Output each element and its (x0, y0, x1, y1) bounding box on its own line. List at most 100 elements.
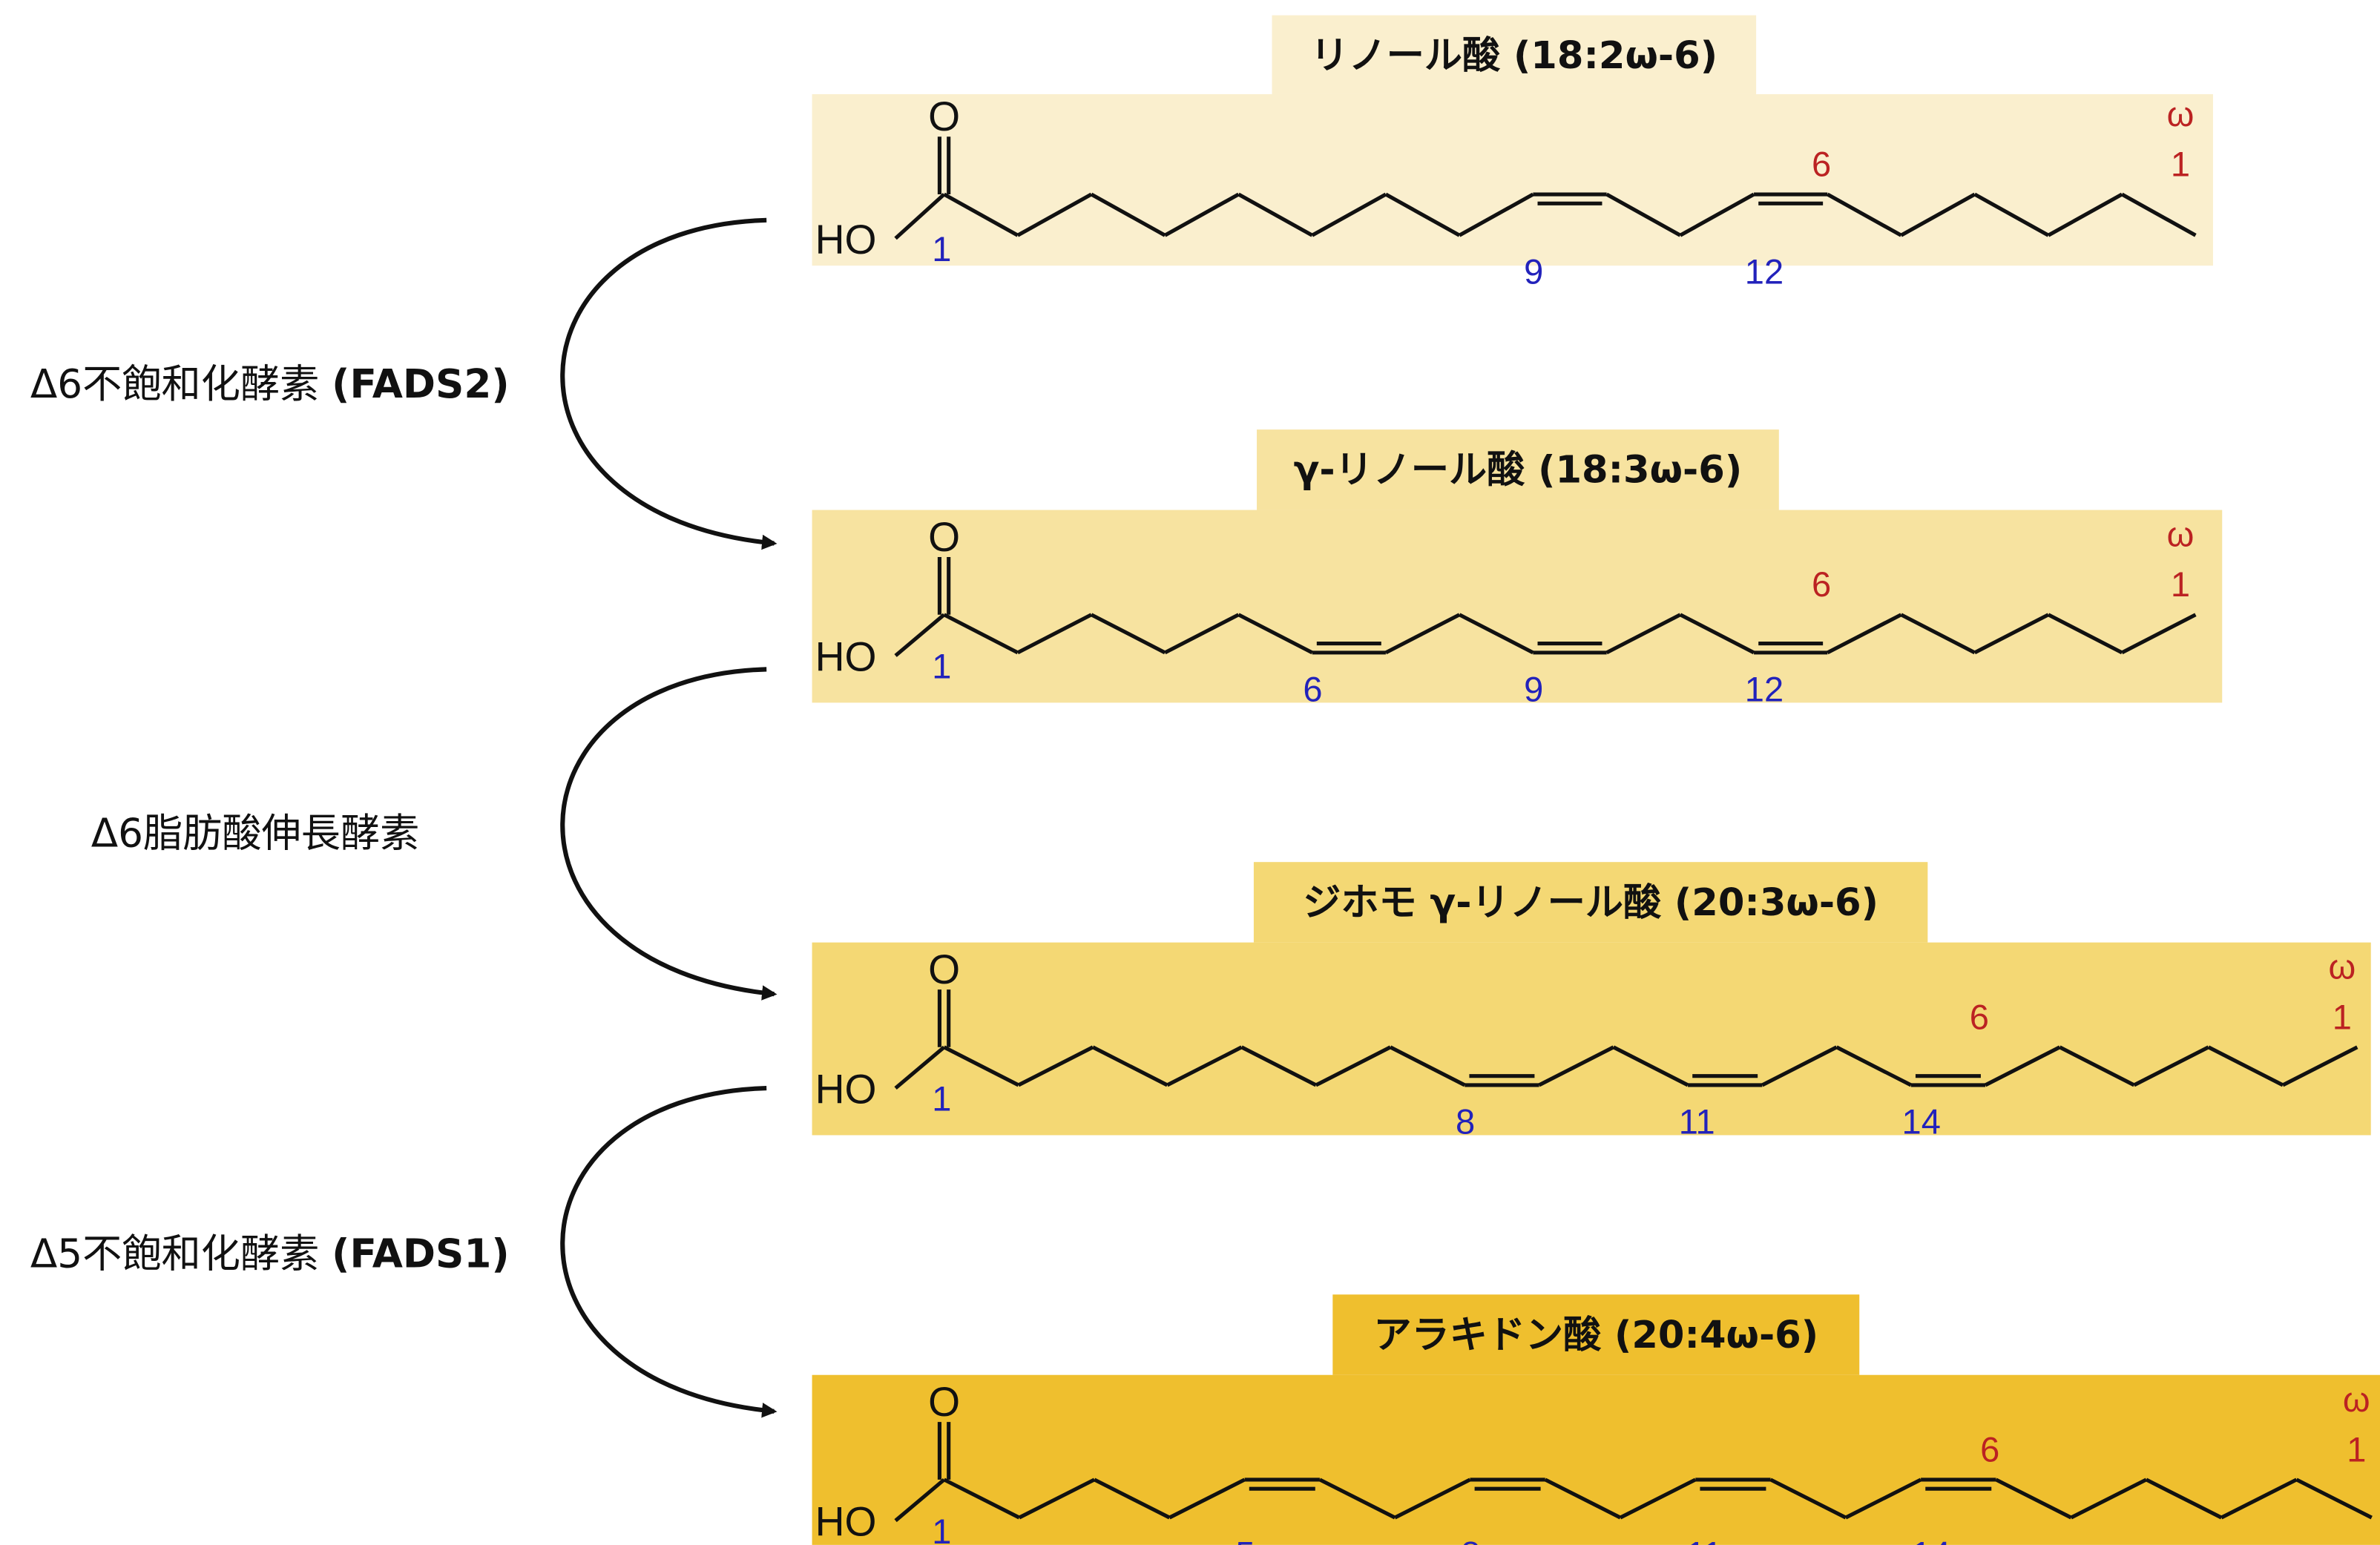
bond (1311, 192, 1387, 237)
bond (2120, 192, 2197, 237)
bond (1612, 1045, 1689, 1087)
molecule-title: リノール酸 (18:2ω-6) (1311, 34, 1718, 78)
hydroxyl-bond (894, 1478, 946, 1523)
bond (2295, 1478, 2373, 1520)
bond (1900, 192, 1976, 237)
carbon-chain (943, 1045, 2358, 1087)
omega-symbol: ω (2167, 94, 2195, 134)
carbon-chain (943, 613, 2197, 655)
bond (1090, 613, 1166, 655)
title-box (1257, 429, 1779, 510)
bond (2207, 1045, 2284, 1087)
bond (2047, 192, 2123, 237)
bond (2059, 1045, 2135, 1087)
bond (2281, 1045, 2358, 1087)
bond (1090, 192, 1166, 237)
bond (1168, 1478, 1246, 1520)
bond (2047, 613, 2123, 655)
locant-label: 8 (1461, 1535, 1480, 1545)
oxygen-atom: O (928, 946, 960, 992)
locant-label: 9 (1524, 669, 1543, 708)
hydroxyl-group: HO (815, 633, 877, 679)
bond (1827, 192, 1902, 237)
molecule-title: ジホモ γ-リノール酸 (20:3ω-6) (1303, 881, 1878, 925)
hydroxyl-bond (894, 613, 946, 657)
bond (1318, 1478, 1396, 1520)
bond (1995, 1478, 2072, 1520)
carbon-one-label: 1 (932, 647, 951, 686)
molecule-panel (812, 942, 2371, 1136)
hydroxyl-group: HO (815, 1067, 877, 1113)
molecule-title: アラキドン酸 (20:4ω-6) (1373, 1314, 1818, 1357)
bond (1679, 613, 1755, 655)
molecule-title: γ-リノール酸 (18:3ω-6) (1294, 449, 1743, 493)
bond (1973, 192, 2050, 237)
bond (1900, 613, 1976, 655)
locant-label: 12 (1745, 252, 1784, 291)
oxygen-atom: O (928, 514, 960, 560)
bond (1017, 1045, 1094, 1087)
arrow-fads2 (560, 217, 778, 550)
bond (1827, 613, 1902, 655)
omega-six-label: 6 (1980, 1429, 1999, 1469)
molecule-panel (812, 93, 2213, 266)
bond (1538, 1045, 1614, 1087)
bond (1091, 1045, 1168, 1087)
omega-six-label: 6 (1812, 144, 1831, 183)
bond (1166, 1045, 1243, 1087)
bond (943, 1045, 1019, 1087)
omega-symbol: ω (2328, 947, 2356, 986)
bond (1835, 1045, 1912, 1087)
bond (1605, 613, 1682, 655)
bond (1093, 1478, 1171, 1520)
carbon-chain (943, 1478, 2373, 1520)
carbon-chain (943, 192, 2197, 237)
bond (1394, 1478, 1471, 1520)
oxygen-atom: O (928, 93, 960, 139)
bond (1458, 613, 1534, 655)
locant-label: 14 (1912, 1535, 1950, 1545)
bond (2145, 1478, 2223, 1520)
hydroxyl-bond (894, 1045, 946, 1090)
bond (1237, 192, 1313, 237)
arrow-fads1 (560, 1085, 778, 1418)
bond (2121, 613, 2197, 655)
conversion-arrows (560, 217, 778, 1418)
locant-label: 12 (1745, 669, 1784, 708)
bond (1619, 1478, 1697, 1520)
bond (1237, 613, 1313, 655)
bond (1384, 192, 1461, 237)
locant-label: 9 (1524, 252, 1543, 291)
bond (1384, 613, 1461, 655)
molecule-panel (812, 510, 2223, 703)
bond (1389, 1045, 1466, 1087)
omega-symbol: ω (2343, 1380, 2370, 1419)
bond (1679, 192, 1755, 237)
bond (1018, 1478, 1096, 1520)
oxygen-atom: O (928, 1379, 960, 1425)
bond (943, 1478, 1020, 1520)
bond (1544, 1478, 1622, 1520)
bond (1458, 192, 1534, 237)
arrow-elongase (560, 667, 778, 1001)
locant-label: 6 (1303, 669, 1322, 708)
molecule-panel (812, 1374, 2380, 1545)
hydroxyl-group: HO (815, 217, 877, 263)
enzyme-label-fads2: Δ6不飽和化酵素 (FADS2) (30, 361, 510, 407)
locant-label: 8 (1456, 1101, 1475, 1141)
bond (1761, 1045, 1838, 1087)
bond (1984, 1045, 2061, 1087)
locant-label: 11 (1679, 1101, 1715, 1141)
omega-one-label: 1 (2333, 997, 2352, 1036)
bond (2220, 1478, 2298, 1520)
carbon-one-label: 1 (932, 1512, 951, 1545)
omega-one-label: 1 (2171, 144, 2190, 183)
locant-label: 11 (1686, 1535, 1723, 1545)
carbon-one-label: 1 (932, 1079, 951, 1119)
locant-label: 14 (1902, 1101, 1941, 1141)
omega-one-label: 1 (2171, 564, 2190, 604)
